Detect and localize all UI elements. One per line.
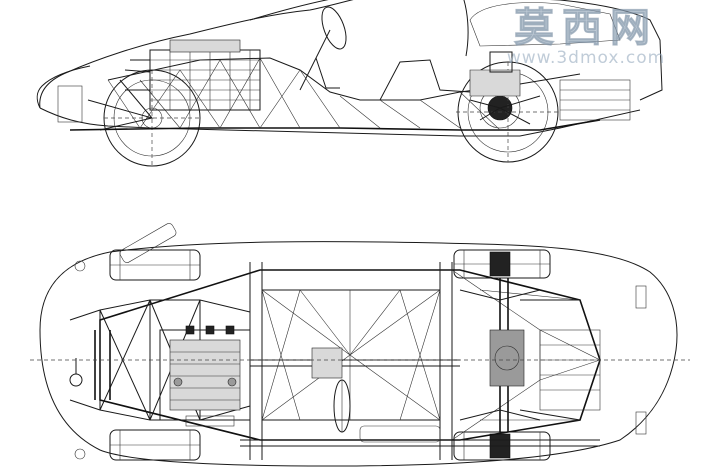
side-frame-rail-lower — [69, 119, 601, 131]
plan-front-right-wheel — [109, 429, 201, 461]
plan-steering-wheel — [333, 379, 351, 433]
plan-front-light-right — [74, 448, 86, 460]
plan-engine-block — [159, 325, 251, 427]
side-steering-wheel — [299, 6, 347, 91]
side-rear-suspension — [469, 95, 541, 125]
side-radiator — [57, 85, 83, 123]
side-body-outline — [39, 0, 663, 109]
side-seat — [379, 59, 471, 101]
side-window — [469, 2, 621, 47]
plan-rear-suspension — [459, 289, 581, 421]
plan-driveshaft — [250, 359, 460, 367]
side-roof-line — [249, 0, 469, 57]
plan-gearbox — [311, 347, 343, 379]
side-frame-triangulation — [107, 57, 501, 131]
side-gearbox — [469, 69, 521, 97]
side-nose — [36, 65, 91, 109]
plan-rear-tank — [539, 329, 601, 411]
plan-rear-left-wheel — [453, 249, 551, 279]
plan-rear-light-right — [635, 411, 647, 435]
plan-rear-light-left — [635, 285, 647, 309]
plan-front-light-left — [74, 260, 86, 272]
side-elevation-view — [36, 0, 663, 167]
plan-front-left-wheel — [109, 223, 201, 281]
plan-side-exhaust — [240, 439, 600, 447]
plan-body-outline — [39, 241, 678, 467]
plan-front-crossmember — [94, 330, 111, 400]
side-lower-sill — [39, 107, 641, 137]
side-front-suspension — [87, 79, 154, 131]
plan-silencer — [359, 425, 441, 443]
plan-differential — [489, 329, 525, 387]
side-gear-housing — [489, 51, 513, 73]
side-engine-block — [124, 39, 261, 111]
plan-view — [30, 223, 690, 467]
plan-steering-box — [69, 373, 83, 387]
